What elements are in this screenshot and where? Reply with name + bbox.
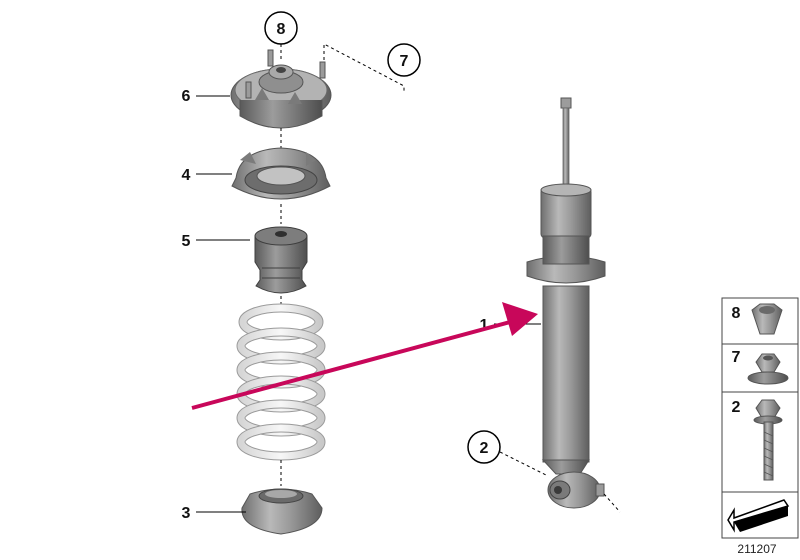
hex-bolt-icon: [753, 399, 783, 481]
arrow-corner-icon[interactable]: [727, 499, 790, 533]
legend-item-7[interactable]: 7: [732, 349, 789, 385]
document-number: 211207: [737, 542, 776, 556]
legend-item-2[interactable]: 2: [732, 399, 783, 481]
callout-2-label: 2: [480, 440, 489, 457]
legend-panel: 8 7 2: [721, 297, 799, 539]
callout-6[interactable]: 6: [182, 88, 230, 105]
legend-7-label: 7: [732, 349, 741, 366]
leader-2: [499, 451, 549, 477]
pointer-arrow: [191, 302, 538, 410]
callout-7-label: 7: [400, 53, 409, 70]
legend-item-8[interactable]: 8: [732, 303, 783, 335]
hex-nut-icon: [751, 303, 783, 335]
callout-8-top[interactable]: 8: [264, 11, 298, 45]
callout-8-label: 8: [277, 21, 286, 38]
callout-6-label: 6: [182, 88, 191, 105]
callout-3[interactable]: 3: [182, 505, 246, 522]
legend-2-label: 2: [732, 399, 741, 416]
top-mount-part[interactable]: [230, 49, 332, 129]
collar-nut-icon: [747, 353, 789, 385]
callout-4-label: 4: [182, 167, 191, 184]
callout-5[interactable]: 5: [182, 233, 250, 250]
shock-absorber-part[interactable]: [526, 97, 621, 513]
callout-5-label: 5: [182, 233, 191, 250]
callout-3-label: 3: [182, 505, 191, 522]
coil-spring-part[interactable]: [236, 303, 326, 461]
callout-1-label: 1: [480, 317, 489, 334]
leader-7: [323, 43, 405, 92]
callout-2[interactable]: 2: [467, 430, 501, 464]
spring-seat-part[interactable]: [231, 147, 331, 200]
lower-spring-seat-part[interactable]: [241, 488, 323, 535]
callout-7[interactable]: 7: [387, 43, 421, 77]
callout-4[interactable]: 4: [182, 167, 232, 184]
bump-stop-part[interactable]: [254, 226, 308, 294]
legend-8-label: 8: [732, 305, 741, 322]
